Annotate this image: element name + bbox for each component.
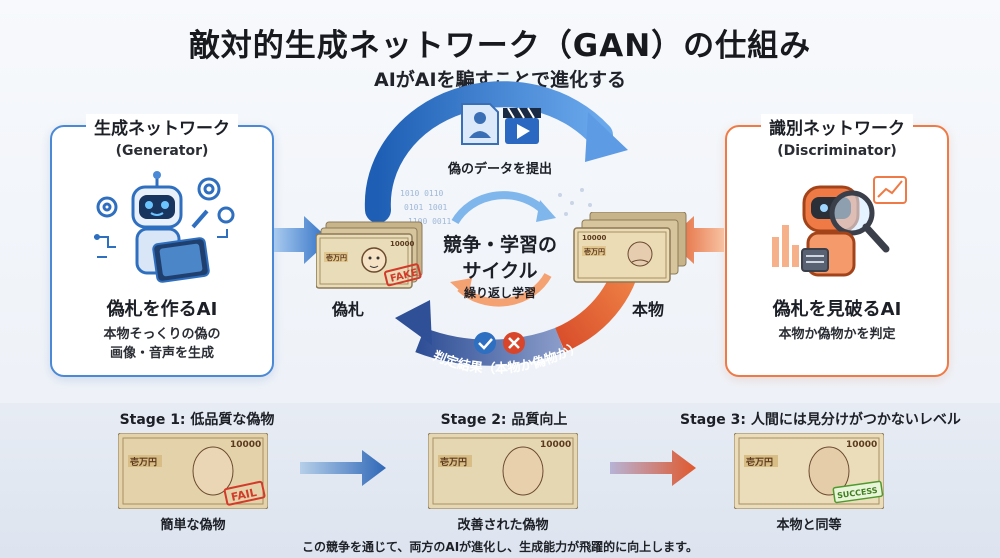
discriminator-description: 本物か偽物かを判定 [778, 327, 896, 342]
discriminator-main-label: 偽札を見破るAI [772, 299, 902, 320]
svg-text:1100 0011: 1100 0011 [408, 217, 452, 226]
fake-bill-stack-icon: 壱万円 10000 FAKE [316, 221, 423, 289]
svg-text:壱万円: 壱万円 [130, 456, 157, 468]
stage-arrow-2 [610, 450, 696, 486]
svg-text:0101 1001: 0101 1001 [404, 203, 448, 212]
svg-text:10000: 10000 [582, 234, 606, 242]
generator-title: 生成ネットワーク [86, 114, 238, 139]
person-document-icon [461, 103, 499, 145]
generator-description: 本物そっくりの偽の 画像・音声を生成 [103, 327, 221, 361]
svg-text:10000: 10000 [390, 240, 414, 248]
stage-1-caption: 簡単な偽物 [160, 518, 226, 533]
discriminator-panel: 識別ネットワーク (Discriminator) 偽札を見破るAI 本物か偽物か… [725, 114, 949, 377]
svg-text:壱万円: 壱万円 [584, 247, 605, 256]
stage-3-bill: 壱万円 10000 SUCCESS [734, 433, 884, 509]
stage-3-title: Stage 3: 人間には見分けがつかないレベル [680, 412, 961, 428]
stage-1-title: Stage 1: 低品質な偽物 [119, 412, 275, 428]
svg-text:壱万円: 壱万円 [326, 253, 347, 262]
stage-3-caption: 本物と同等 [776, 518, 842, 533]
cycle-center-title: 競争・学習の サイクル [442, 234, 557, 282]
real-bill-label: 本物 [631, 300, 664, 319]
robot-with-tablet-icon [94, 171, 235, 283]
footer-note: この競争を通じて、両方のAIが進化し、生成能力が飛躍的に向上します。 [302, 540, 698, 554]
generator-main-label: 偽札を作るAI [106, 299, 218, 320]
svg-text:壱万円: 壱万円 [746, 456, 773, 468]
page-subtitle: AIがAIを騙すことで進化する [374, 69, 626, 91]
robot-with-magnifier-icon [772, 176, 907, 277]
stage-arrow-1 [300, 450, 386, 486]
real-bill-stack-icon: 壱万円 10000 [573, 212, 687, 283]
cycle-center-subtitle: 繰り返し学習 [463, 286, 536, 300]
page-title: 敵対的生成ネットワーク（GAN）の仕組み [188, 28, 812, 64]
stage-2-title: Stage 2: 品質向上 [440, 412, 568, 428]
generator-panel: 生成ネットワーク (Generator) 偽 [50, 114, 274, 377]
fake-bill-label: 偽札 [331, 300, 364, 319]
generator-subtitle: (Generator) [115, 143, 209, 159]
svg-text:10000: 10000 [540, 440, 571, 450]
svg-text:10000: 10000 [230, 440, 261, 450]
stage-2-caption: 改善された偽物 [457, 518, 549, 533]
svg-text:FAIL: FAIL [230, 486, 258, 504]
submit-fake-data-label: 偽のデータを提出 [447, 162, 552, 177]
stage-1-bill: 壱万円 10000 FAIL [118, 433, 268, 509]
video-clip-icon [503, 107, 541, 144]
discriminator-title: 識別ネットワーク [761, 114, 913, 139]
stage-2-bill: 壱万円 10000 [428, 433, 578, 509]
learning-cycle-diagram: 1010 0110 0101 1001 1100 0011 判定結果（本物か偽物… [274, 81, 724, 366]
svg-text:壱万円: 壱万円 [440, 456, 467, 468]
discriminator-subtitle: (Discriminator) [777, 143, 897, 159]
svg-text:10000: 10000 [846, 440, 877, 450]
svg-text:1010 0110: 1010 0110 [400, 189, 444, 198]
